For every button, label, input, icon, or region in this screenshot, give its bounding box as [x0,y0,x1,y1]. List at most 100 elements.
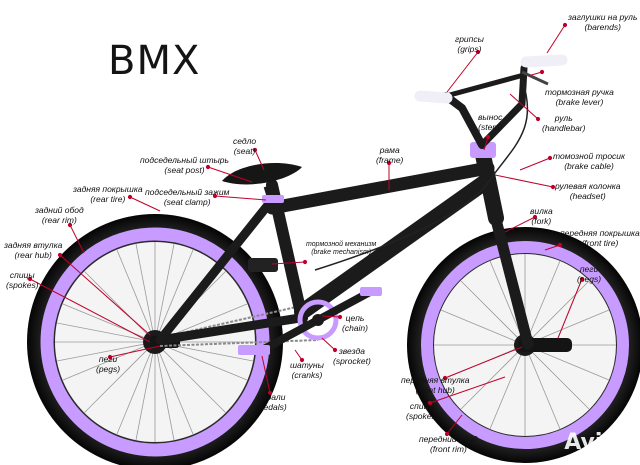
diagram-title: BMX [108,38,201,84]
label-rear-hub-ru: задняя втулка [4,240,63,250]
label-seat-post: подседельный штырь (seat post) [140,155,229,175]
label-grips: грипсы (grips) [455,34,484,54]
label-chain-ru: цепь [345,313,365,323]
label-front-spokes-ru: спицы [409,401,435,411]
label-brake-mechanism-ru: тормозной механизм [306,241,377,248]
label-chain: цепь (chain) [342,313,368,333]
front-rim [421,241,629,449]
label-chain-en: (chain) [342,323,368,333]
label-handlebar-en: (handlebar) [542,123,586,133]
fork [488,206,534,350]
brake-mechanism [248,258,278,272]
label-seat: седло (seat) [233,136,256,156]
label-rear-rim-en: (rear rim) [41,215,77,225]
pedal-rear [238,345,270,355]
label-seat-clamp-ru: подседельный зажим [145,187,230,197]
brake-lever [521,70,549,86]
handlebar-crossbar [443,73,523,99]
label-pedals-en: (pedals) [256,402,287,412]
label-fork-ru: вилка [530,206,553,216]
seat-clamp [262,195,284,203]
label-rear-rim: задний обод (rear rim) [35,205,84,225]
label-seat-clamp-en: (seat clamp) [163,197,211,207]
label-brake-mechanism-en: (brake mechanism) [311,249,372,256]
chain-lower [159,339,319,347]
label-headset-ru: рулевая колонка [555,181,621,191]
right-grip [520,54,568,68]
label-frame: рама (frame) [376,145,403,165]
label-seat-clamp: подседельный зажим (seat clamp) [145,187,229,207]
label-grips-en: (grips) [457,44,482,54]
label-seat-ru: седло [233,136,257,146]
label-rear-tire-ru: задняя покрышка [73,184,143,194]
label-sprocket-ru: звезда [338,346,365,356]
label-pedals: педали (pedals) [256,392,287,412]
label-cranks-en: (cranks) [291,370,323,380]
label-brake-mechanism: тормозной механизм (brake mechanism) [306,241,376,257]
label-handlebar: руль (handlebar) [542,113,585,133]
label-front-spokes-en: (spokes) [406,411,439,421]
label-cranks-ru: шатуны [290,360,324,370]
label-brake-lever-ru: тормозная ручка [545,87,614,97]
left-grip [414,90,453,104]
label-barends-en: (barends) [584,22,621,32]
label-handlebar-ru: руль [554,113,573,123]
label-seat-en: (seat) [233,146,256,156]
crank-front [314,288,374,324]
label-rear-spokes-en: (spokes) [6,280,39,290]
down-tube [294,172,496,320]
label-stem-ru: вынос [478,112,503,122]
label-front-rim: передний обод (front rim) [419,434,478,454]
label-front-spokes: спицы (spokes) [406,401,439,421]
brake-cable [314,79,529,271]
label-brake-lever: тормозная ручка (brake lever) [545,87,614,107]
label-brake-cable-ru: томозной тросик [553,151,626,161]
pedal-front [360,287,382,296]
label-fork-en: (fork) [531,216,552,226]
label-rear-tire-en: (rear tire) [90,194,126,204]
label-front-pegs-ru: пеги [579,264,599,274]
handlebar-riser [478,64,528,149]
label-front-tire: передняя покрышка (front tire) [560,228,640,248]
label-front-tire-en: (front tire) [581,238,619,248]
label-rear-hub: задняя втулка (rear hub) [4,240,62,260]
frame [155,54,568,355]
label-front-rim-en: (front rim) [430,444,467,454]
label-frame-ru: рама [379,145,400,155]
label-rear-rim-ru: задний обод [35,205,84,215]
label-stem-en: (stem) [478,122,503,132]
label-seat-post-ru: подседельный штырь [140,155,230,165]
chain-stay [155,313,305,345]
label-cranks: шатуны (cranks) [290,360,324,380]
rear-wheel [27,214,283,465]
label-front-hub-ru: передняя втулка [401,375,470,385]
label-barends-ru: заглушки на руль [568,12,638,22]
label-rear-tire: задняя покрышка (rear tire) [73,184,143,204]
label-front-hub-en: (front hub) [415,385,455,395]
label-seat-post-en: (seat post) [164,165,205,175]
label-headset-en: (headset) [569,191,606,201]
leader-lines [27,22,585,437]
label-front-pegs-en: (pegs) [577,274,602,284]
top-tube [265,161,495,215]
label-brake-cable-en: (brake cable) [564,161,614,171]
label-rear-pegs-ru: пеги [98,354,118,364]
label-front-pegs: пеги (pegs) [577,264,601,284]
label-fork: вилка (fork) [530,206,553,226]
seat-stay [155,195,277,345]
label-rear-pegs: пеги (pegs) [96,354,120,374]
rear-rim [40,227,270,457]
headset [470,142,496,158]
label-barends: заглушки на руль (barends) [568,12,637,32]
label-frame-en: (frame) [376,155,404,165]
label-sprocket: звезда (sprocket) [333,346,371,366]
label-stem: вынос (stem) [478,112,502,132]
label-front-hub: передняя втулка (front hub) [401,375,470,395]
crank-rear [258,316,322,354]
watermark: Avito [564,430,628,455]
label-front-rim-ru: передний обод [419,434,478,444]
label-brake-lever-en: (brake lever) [555,97,604,107]
label-pedals-ru: педали [257,392,286,402]
label-rear-hub-en: (rear hub) [14,250,52,260]
